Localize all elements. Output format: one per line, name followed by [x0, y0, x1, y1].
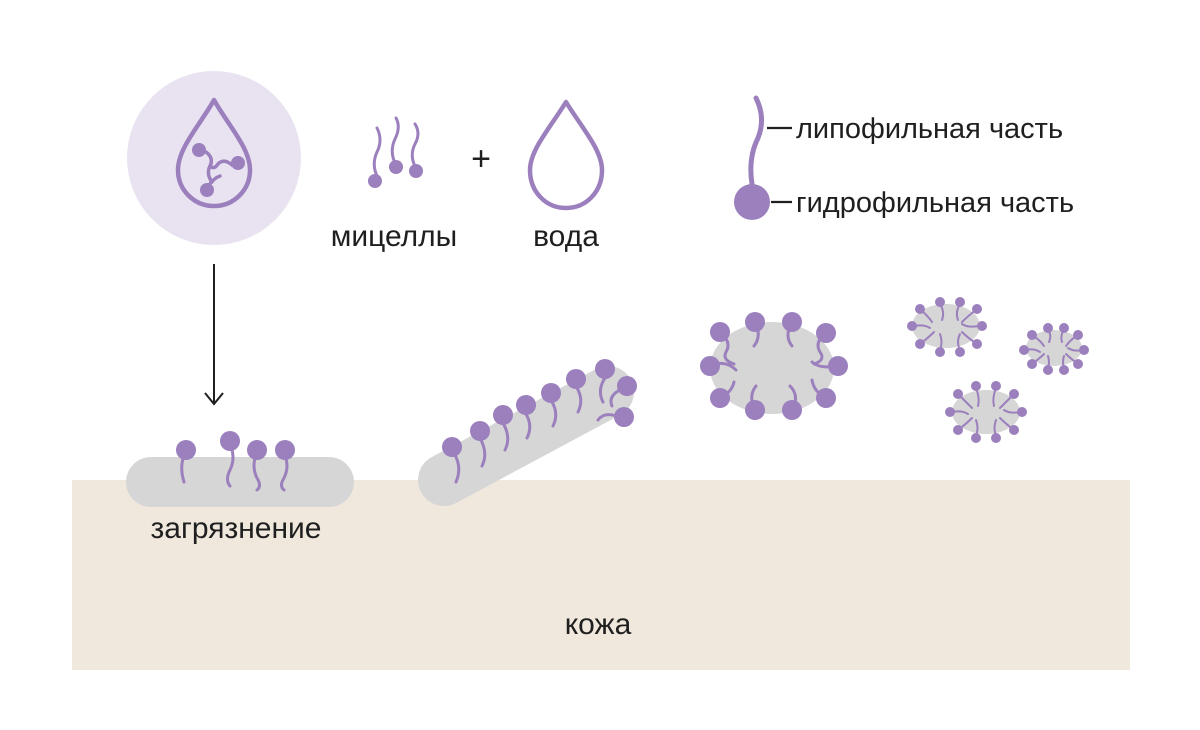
micelles-label: мицеллы	[331, 220, 458, 253]
stage-dirt-attached	[126, 431, 354, 507]
stage-small-micelle-1	[907, 297, 987, 357]
stage-small-micelle-2	[1019, 323, 1089, 375]
water-drop-icon	[527, 99, 605, 211]
hydrophilic-label: гидрофильная часть	[796, 187, 1074, 219]
stage-large-micelle	[700, 312, 848, 420]
stage-small-micelle-3	[945, 381, 1027, 443]
micellar-water-icon	[127, 71, 301, 245]
micelles-icon	[368, 116, 423, 188]
water-label: вода	[533, 220, 599, 253]
down-arrow-icon	[204, 264, 224, 406]
plus-sign: +	[471, 140, 491, 178]
surfactant-legend-icon	[734, 95, 792, 220]
dirt-label: загрязнение	[151, 512, 322, 545]
skin-layer	[72, 480, 1130, 670]
lipophilic-label: липофильная часть	[796, 113, 1063, 145]
skin-label: кожа	[565, 608, 632, 641]
stage-dirt-lifting	[418, 359, 637, 506]
